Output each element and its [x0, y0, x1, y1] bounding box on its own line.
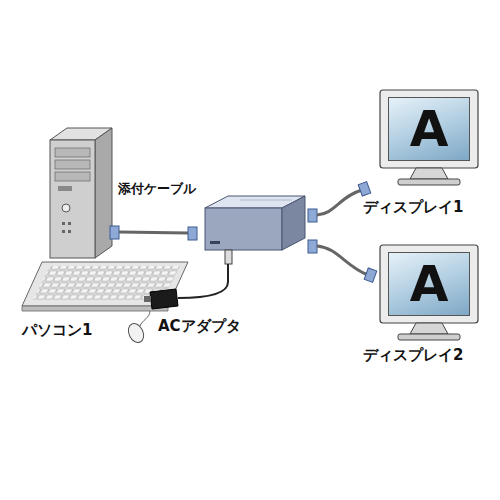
drawing-part: [398, 334, 460, 340]
display-node: Aディスプレイ2: [388, 252, 470, 316]
drawing-part: [317, 246, 368, 275]
drawing-part: [55, 160, 90, 169]
drawing-part: [150, 289, 178, 309]
screen-letter: A: [410, 259, 449, 309]
drawing-part: [119, 232, 188, 233]
adapter-node: ACアダプタ: [145, 288, 270, 340]
drawing-part: [62, 204, 70, 212]
drawing-part: [95, 128, 112, 258]
drawing-part: [110, 226, 119, 239]
drawing-part: [410, 168, 448, 179]
drawing-part: [317, 190, 362, 215]
drawing-part: [188, 227, 197, 240]
pc-tower: [50, 128, 112, 258]
drawing-part: [282, 196, 305, 250]
splitter-box: [205, 196, 305, 250]
display-node: Aディスプレイ1: [388, 97, 470, 161]
drawing-part: [358, 182, 371, 196]
monitor-1: [380, 90, 478, 185]
drawing-part: [240, 200, 292, 201]
drawing-part: [144, 296, 151, 302]
drawing-part: [55, 148, 90, 157]
device-label: ディスプレイ2: [363, 346, 463, 364]
drawing-part: [62, 222, 65, 225]
drawing-part: [68, 230, 71, 233]
device-label: ディスプレイ1: [363, 198, 463, 216]
drawing-part: [55, 172, 90, 181]
screen-letter: A: [410, 104, 449, 154]
pc-node: パソコン1: [20, 125, 190, 345]
drawing-part: [398, 179, 460, 185]
drawing-part: [140, 311, 150, 326]
display-cable-1: [308, 182, 371, 222]
drawing-part: [225, 250, 232, 264]
drawing-part: [364, 268, 377, 282]
vga-cable: [110, 226, 197, 240]
drawing-part: [308, 240, 317, 253]
drawing-part: [308, 209, 317, 222]
device-label: ACアダプタ: [158, 317, 241, 335]
cable-label: 添付ケーブル: [118, 181, 196, 197]
drawing-part: [125, 321, 146, 345]
drawing-part: [22, 306, 168, 311]
monitor-2: [380, 245, 478, 340]
ac-adapter: [144, 250, 232, 309]
drawing-part: [380, 90, 478, 168]
mouse: [125, 311, 150, 345]
drawing-part: [58, 186, 72, 191]
drawing-part: [205, 208, 282, 250]
keyboard: [22, 262, 188, 311]
drawing-part: [62, 230, 65, 233]
drawing-part: [68, 222, 71, 225]
device-label: パソコン1: [22, 321, 92, 339]
drawing-part: [210, 241, 220, 244]
drawing-part: [380, 245, 478, 323]
drawing-part: [410, 323, 448, 334]
display-cable-2: [308, 240, 377, 282]
drawing-part: [178, 264, 228, 298]
drawing-part: [50, 140, 95, 258]
